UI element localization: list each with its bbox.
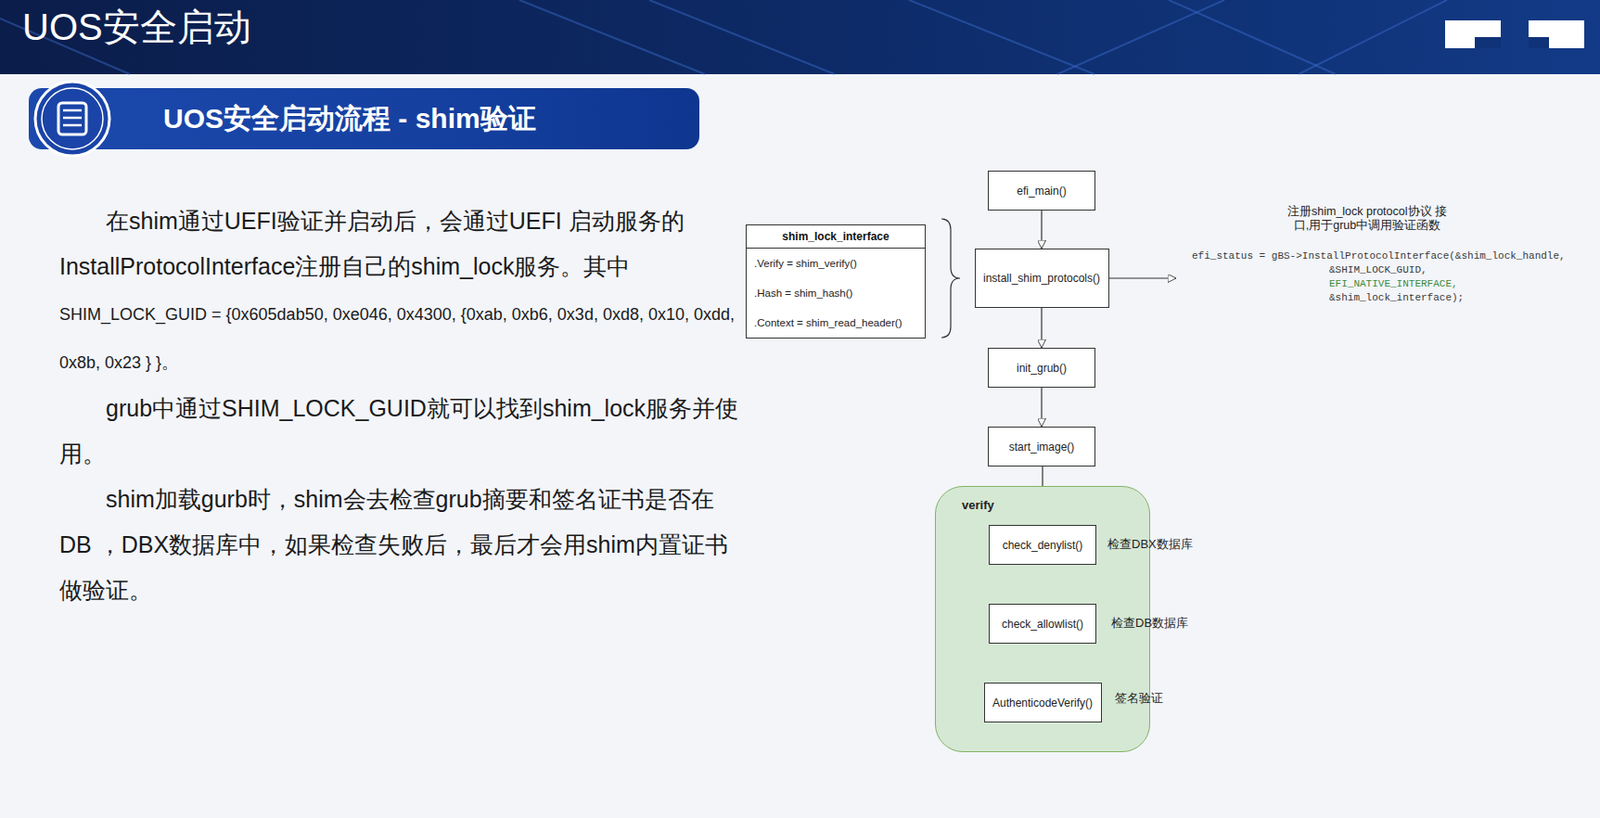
paragraph: shim加载gurb时，shim会去检查grub摘要和签名证书是否在DB ，DB…	[59, 476, 742, 614]
process-box: AuthenticodeVerify()	[984, 682, 1102, 723]
code-line: efi_status = gBS->InstallProtocolInterfa…	[1191, 249, 1566, 263]
box-label: init_grub()	[1016, 361, 1067, 375]
process-box: check_denylist()	[988, 524, 1097, 565]
flow-arrow	[1040, 210, 1042, 249]
section-title: UOS安全启动流程 - shim验证	[163, 100, 537, 139]
logo-mark	[1474, 37, 1501, 49]
logo-mark	[1528, 20, 1585, 49]
interface-member: .Hash = shim_hash()	[746, 278, 925, 308]
slide-title: UOS安全启动	[22, 3, 252, 51]
code-line: EFI_NATIVE_INTERFACE,	[1329, 277, 1459, 291]
paragraph-text: SHIM_LOCK_GUID = {0x605dab50, 0xe046, 0x…	[59, 305, 735, 372]
process-box: init_grub()	[987, 347, 1096, 388]
box-label: install_shim_protocols()	[983, 271, 1101, 285]
code-line: &shim_lock_interface);	[1329, 291, 1464, 305]
box-label: AuthenticodeVerify()	[992, 696, 1093, 710]
box-label: start_image()	[1009, 440, 1076, 454]
process-box: start_image()	[987, 426, 1096, 467]
paragraph-text: 在shim通过UEFI验证并启动后，会通过UEFI 启动服务的InstallPr…	[59, 207, 685, 280]
interface-member: .Context = shim_read_header()	[746, 307, 925, 338]
side-note: 检查DBX数据库	[1107, 536, 1193, 553]
box-label: check_allowlist()	[1001, 617, 1084, 631]
title-bar-lines	[0, 0, 1447, 75]
logo-mark	[1445, 20, 1501, 49]
box-label: check_denylist()	[1002, 538, 1084, 552]
body-text: 在shim通过UEFI验证并启动后，会通过UEFI 启动服务的InstallPr…	[59, 198, 742, 614]
process-box: check_allowlist()	[988, 603, 1097, 644]
brace	[941, 218, 960, 338]
box-label: efi_main()	[1016, 184, 1066, 198]
flow-arrow	[1040, 387, 1042, 427]
logo-mark	[1528, 37, 1549, 49]
paragraph-text: shim加载gurb时，shim会去检查grub摘要和签名证书是否在DB ，DB…	[59, 486, 729, 603]
process-box: efi_main()	[987, 170, 1096, 211]
flow-arrow	[1040, 307, 1042, 348]
side-note: 检查DB数据库	[1111, 614, 1189, 632]
side-note: 签名验证	[1114, 690, 1164, 707]
code-line: &SHIM_LOCK_GUID,	[1329, 263, 1428, 277]
group-label: verify	[961, 498, 995, 512]
title-bar	[0, 0, 1600, 75]
callout-note: 注册shim_lock protocol协议 接口,用于grub中调用验证函数	[1282, 204, 1452, 233]
interface-box: shim_lock_interface.Verify = shim_verify…	[745, 224, 926, 339]
paragraph-text: grub中通过SHIM_LOCK_GUID就可以找到shim_lock服务并使用…	[59, 395, 739, 467]
paragraph: 在shim通过UEFI验证并启动后，会通过UEFI 启动服务的InstallPr…	[59, 198, 742, 386]
interface-member: .Verify = shim_verify()	[746, 248, 925, 279]
callout-arrow	[1104, 277, 1177, 279]
section-header: UOS安全启动流程 - shim验证	[28, 88, 700, 150]
interface-title: shim_lock_interface	[746, 225, 925, 249]
process-box: install_shim_protocols()	[974, 248, 1110, 308]
paragraph: grub中通过SHIM_LOCK_GUID就可以找到shim_lock服务并使用…	[59, 385, 742, 477]
header-icon	[32, 78, 113, 159]
